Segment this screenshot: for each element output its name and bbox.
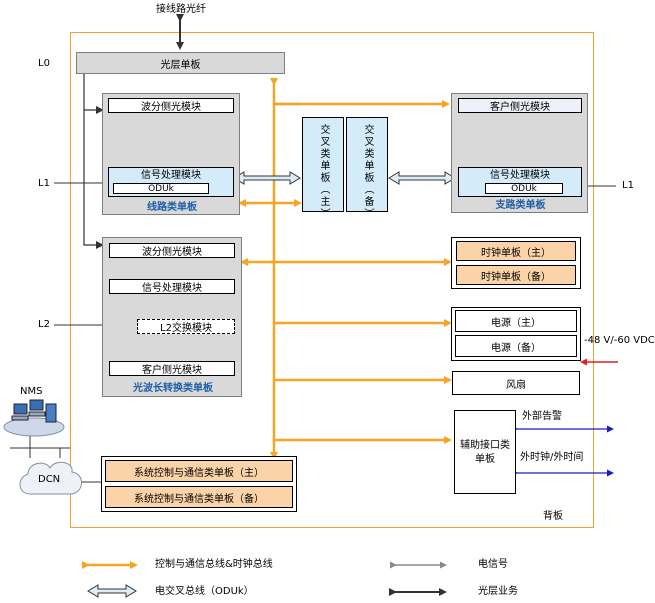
tributary-client-side-module: 客户侧光模块 [458, 98, 582, 113]
line-signal-module-label: 信号处理模块 [141, 170, 201, 181]
aux-interface-board: 辅助接口类单板 [454, 410, 516, 494]
cross-board-main: 交叉类单板（主） [302, 117, 344, 220]
top-fiber-label: 接线路光纤 [156, 4, 206, 15]
otu-client-side-module: 客户侧光模块 [109, 361, 235, 376]
external-alarm-label: 外部告警 [522, 411, 562, 422]
otu-board-title: 光波长转换类单板 [133, 383, 213, 394]
otu-wdm-side-module: 波分侧光模块 [109, 243, 235, 258]
power-main: 电源（主） [455, 310, 577, 332]
nms-label: NMS [20, 386, 43, 397]
power-input-label: -48 V/-60 VDC [584, 335, 655, 346]
tributary-board: 客户侧光模块 信号处理模块 ODUk 支路类单板 [451, 93, 588, 213]
dcn-cloud [19, 461, 82, 495]
backplane-label: 背板 [543, 511, 563, 522]
otu-l2-module: L2交换模块 [137, 319, 235, 334]
line-board: 波分侧光模块 信号处理模块 ODUk 线路类单板 [102, 93, 240, 215]
cross-board-backup-label: 交叉类单板（备） [362, 124, 373, 220]
fan-board: 风扇 [452, 371, 580, 395]
legend-cross-bus: 电交叉总线（ODUk） [155, 586, 254, 597]
scc-board-backup: 系统控制与通信类单板（备） [105, 486, 293, 508]
external-clock-label: 外时钟/外时间 [520, 452, 584, 463]
power-backup: 电源（备） [455, 335, 577, 357]
tributary-signal-module-label: 信号处理模块 [490, 170, 550, 181]
line-board-title: 线路类单板 [147, 202, 197, 213]
backplane-frame [70, 32, 594, 528]
scc-boards-group: 系统控制与通信类单板（主） 系统控制与通信类单板（备） [101, 456, 297, 512]
otu-board: 波分侧光模块 信号处理模块 L2交换模块 客户侧光模块 光波长转换类单板 [102, 237, 242, 397]
scc-board-main: 系统控制与通信类单板（主） [105, 460, 293, 482]
line-oduk: ODUk [113, 183, 209, 194]
l1-left-label: L1 [38, 178, 50, 189]
l1-right-label: L1 [622, 180, 634, 191]
optical-layer-board: 光层单板 [76, 52, 285, 74]
power-group: 电源（主） 电源（备） [451, 307, 581, 361]
otu-signal-module: 信号处理模块 [109, 279, 235, 294]
legend-optical-service: 光层业务 [478, 586, 518, 597]
l2-label: L2 [38, 319, 50, 330]
legend-control-bus: 控制与通信总线&时钟总线 [155, 559, 273, 570]
tributary-board-title: 支路类单板 [495, 200, 546, 211]
legend-electrical-signal: 电信号 [478, 559, 508, 570]
line-signal-module: 信号处理模块 ODUk [108, 167, 234, 197]
cross-board-main-label: 交叉类单板（主） [318, 124, 329, 220]
l0-label: L0 [38, 58, 50, 69]
nms-computers-icon [3, 399, 65, 437]
clock-boards-group: 时钟单板（主） 时钟单板（备） [451, 237, 581, 289]
line-wdm-side-module: 波分侧光模块 [108, 98, 234, 113]
tributary-signal-module: 信号处理模块 ODUk [458, 167, 582, 197]
tributary-oduk: ODUk [485, 183, 563, 194]
dcn-label: DCN [38, 474, 61, 485]
clock-board-main: 时钟单板（主） [456, 241, 576, 261]
cross-board-backup: 交叉类单板（备） [346, 117, 388, 220]
aux-interface-board-label: 辅助接口类单板 [460, 440, 510, 465]
clock-board-backup: 时钟单板（备） [456, 265, 576, 285]
